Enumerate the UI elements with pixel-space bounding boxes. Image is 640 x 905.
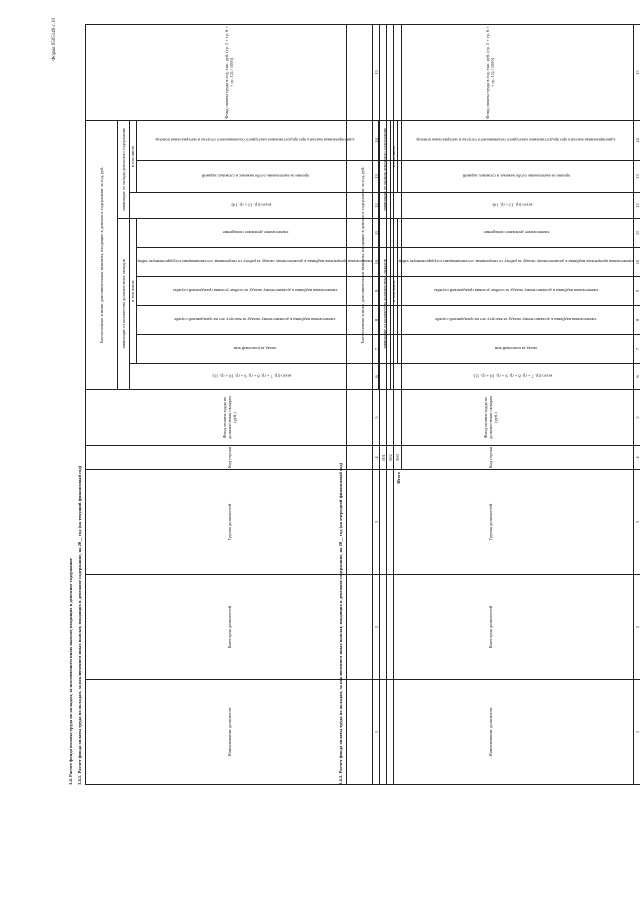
col-num: 11 [633,218,640,248]
column-numbers-row: 1 2 3 4 5 6 7 8 9 10 11 12 13 14 15 [633,24,640,785]
hdr-incl: в том числе [390,218,398,364]
hdr-code: Код строки [346,445,634,470]
col-num: 4 [633,445,640,470]
col-num: 5 [633,389,640,446]
hdr-incl: в том числе [129,218,137,364]
hdr-fot-salary: Фонд оплаты труда по должностным окладам… [85,389,373,446]
table-3-4-2: Наименование должности Категория должнос… [346,24,640,785]
hdr-allowances: Ежемесячные и иные дополнительные выплат… [346,120,379,390]
hdr-total2: всего (гр. 13 + гр. 14) [129,192,373,219]
hdr-category: Категория должностей [85,574,373,680]
hdr-fot-total: Фонд оплаты труда в год, тыс. руб. (гр. … [346,24,634,121]
col-num: 12 [633,192,640,219]
col-num: 13 [633,160,640,193]
hdr-total2: всего (гр. 13 + гр. 14) [390,192,634,219]
hdr-total1: всего (гр. 7 + гр. 8 + гр. 9 + гр. 10 + … [390,363,634,390]
hdr-dep-count: зависящие от количества должностных окла… [378,218,391,390]
hdr-premium: премии за выполнение особо важных и слож… [397,160,634,193]
col-num: 14 [633,120,640,161]
hdr-name: Наименование должности [85,679,373,785]
hdr-fot-total: Фонд оплаты труда в год, тыс. руб. (гр. … [85,24,373,121]
hdr-incl-2: в том числе [129,120,137,193]
hdr-seniority: ежемесячная надбавка к должностному окла… [397,305,634,335]
hdr-total1: всего (гр. 7 + гр. 8 + гр. 9 + гр. 10 + … [129,363,373,390]
col-num: 15 [633,24,640,121]
col-num: 3 [633,469,640,575]
form-number: Форма 0505149 с.10 [52,18,57,61]
col-num: 1 [633,679,640,785]
col-num: 2 [633,574,640,680]
hdr-code: Код строки [85,445,373,470]
table1-title: 3.4.1. Расчет фонда оплаты труда по окла… [77,465,82,785]
hdr-dep-count: зависящие от количества должностных окла… [117,218,130,390]
hdr-category: Категория должностей [346,574,634,680]
hdr-secret: ежемесячная процентная надбавка к должно… [397,247,634,277]
col-num: 10 [633,247,640,277]
hdr-vacation: единовременная выплата при предоставлени… [397,120,634,161]
hdr-special: ежемесячная надбавка к должностному окла… [397,276,634,306]
hdr-incl-2: в том числе [390,120,398,193]
hdr-bonus: ежемесячное денежное поощрение [397,218,634,248]
col-num: 6 [633,363,640,390]
col-num: 8 [633,305,640,335]
hdr-rank: оклад за классный чин [397,334,634,364]
table2-title: 3.4.2. Расчет фонда оплаты труда по окла… [338,462,343,785]
section-title: 3.4. Расчет фонда оплаты труда по оклада… [68,558,73,785]
hdr-allowances: Ежемесячные и иные дополнительные выплат… [85,120,118,390]
hdr-name: Наименование должности [346,679,634,785]
col-num: 9 [633,276,640,306]
hdr-group: Группа должностей [346,469,634,575]
col-num: 7 [633,334,640,364]
hdr-dep-salary: зависящие от оклада денежного содержания [117,120,130,219]
hdr-fot-salary: Фонд оплаты труда по должностным окладам… [346,389,634,446]
hdr-dep-salary: зависящие от оклада денежного содержания [378,120,391,219]
hdr-group: Группа должностей [85,469,373,575]
